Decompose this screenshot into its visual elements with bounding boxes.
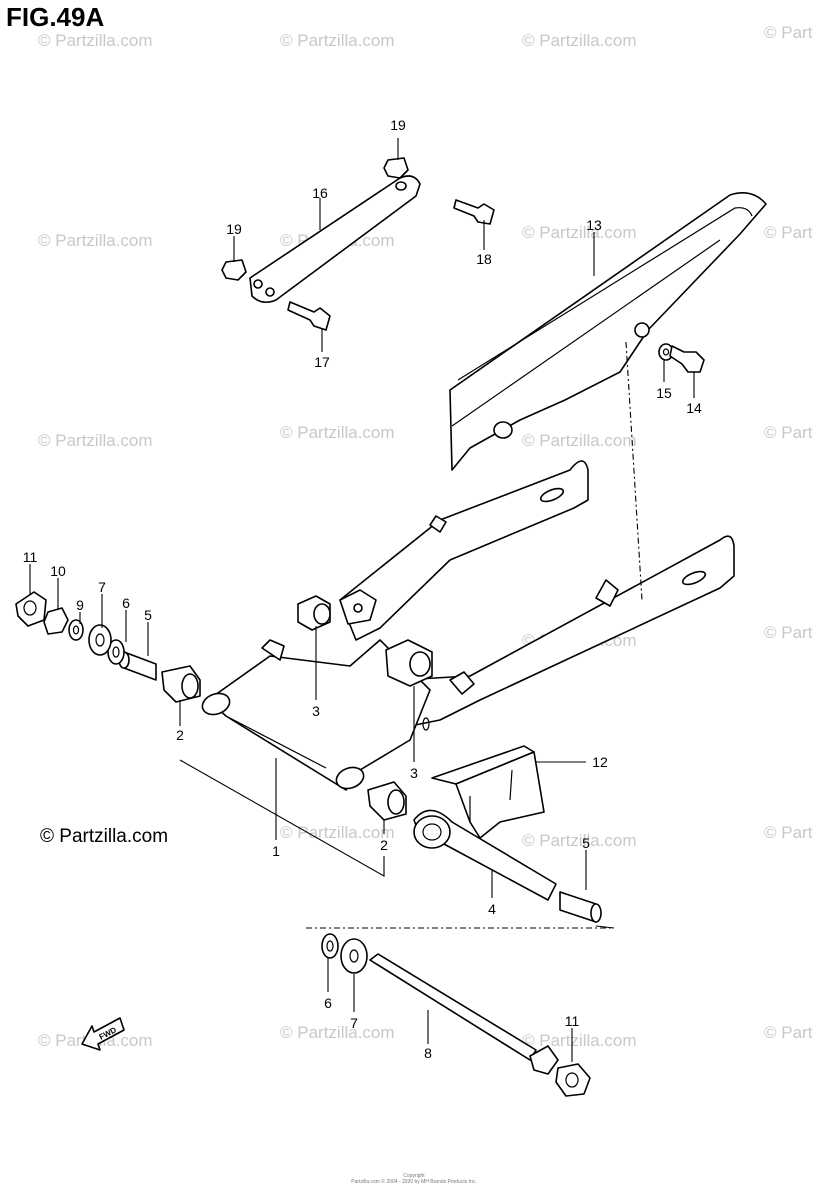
copyright-label: © Partzilla.com <box>40 826 169 847</box>
part-14-bolt <box>669 345 705 373</box>
watermark: © Partzilla.com <box>38 431 153 450</box>
callout-12: 12 <box>592 754 608 770</box>
watermark: © Partzilla.com <box>522 1031 637 1050</box>
callout-5: 5 <box>582 835 590 851</box>
callout-3: 3 <box>410 765 418 781</box>
callout-2: 2 <box>380 837 388 853</box>
part-11-nut <box>15 591 47 627</box>
watermark-edge: © Part <box>764 223 813 242</box>
part-7-washer <box>88 624 112 656</box>
callout-7: 7 <box>98 579 106 595</box>
callout-8: 8 <box>424 1045 432 1061</box>
callout-11: 11 <box>23 549 38 565</box>
watermark-edge: © Part <box>764 1023 813 1042</box>
part-6-washer <box>321 933 339 959</box>
part-18-bolt <box>453 199 495 225</box>
footer-line: Partzilla.com © 2004 - 2020 by MH Brands… <box>351 1179 477 1185</box>
part-2-bearing <box>367 781 407 821</box>
part-5-spacer <box>118 651 157 681</box>
part-2-bearing <box>161 665 201 703</box>
watermark: © Partzilla.com <box>522 31 637 50</box>
part-1-swingarm <box>201 460 735 791</box>
callout-19: 19 <box>390 117 406 133</box>
part-10-nut <box>43 607 69 635</box>
callout-labels: 19 16 19 18 17 13 15 14 11 10 9 7 6 5 2 … <box>23 117 702 1061</box>
callout-19: 19 <box>226 221 242 237</box>
callout-11: 11 <box>565 1013 580 1029</box>
part-7-washer <box>340 938 368 974</box>
footer-line: Copyright <box>403 1173 425 1179</box>
watermark: © Partzilla.com <box>280 31 395 50</box>
callout-14: 14 <box>686 400 702 416</box>
footer-copyright: Copyright Partzilla.com © 2004 - 2020 by… <box>0 1173 828 1185</box>
part-19-nut <box>221 259 247 281</box>
callout-7: 7 <box>350 1015 358 1031</box>
watermark-edge: © Part <box>764 423 813 442</box>
watermark-edge: © Part <box>764 623 813 642</box>
part-8-pivot-shaft <box>369 953 559 1075</box>
watermark: © Partzilla.com <box>522 431 637 450</box>
figure-title: FIG.49A <box>6 2 105 32</box>
watermark: © Partzilla.com <box>38 31 153 50</box>
part-5-spacer <box>559 891 602 923</box>
callout-6: 6 <box>324 995 332 1011</box>
watermark-edge: © Part <box>764 823 813 842</box>
callout-1: 1 <box>272 843 280 859</box>
watermark-edge: © Part <box>764 23 813 42</box>
callout-13: 13 <box>586 217 602 233</box>
part-6-washer <box>107 639 125 665</box>
part-19-nut <box>383 157 409 179</box>
callout-6: 6 <box>122 595 130 611</box>
callout-18: 18 <box>476 251 492 267</box>
watermark: © Partzilla.com <box>280 1023 395 1042</box>
part-4-spacer-tube <box>413 809 557 901</box>
callout-4: 4 <box>488 901 496 917</box>
part-17-bolt <box>287 301 331 331</box>
part-3-bearing <box>297 595 331 631</box>
part-3-bearing <box>385 639 433 687</box>
callout-16: 16 <box>312 185 328 201</box>
callout-15: 15 <box>656 385 672 401</box>
callout-3: 3 <box>312 703 320 719</box>
part-12-chain-buffer <box>431 745 545 839</box>
part-16-torque-link <box>249 175 421 304</box>
watermark: © Partzilla.com <box>280 423 395 442</box>
callout-9: 9 <box>76 597 84 613</box>
callout-5: 5 <box>144 607 152 623</box>
watermark: © Partzilla.com <box>38 231 153 250</box>
leader-lines <box>29 138 695 1062</box>
part-9-washer <box>68 619 84 641</box>
part-13-chain-case <box>449 192 767 471</box>
callout-17: 17 <box>314 354 330 370</box>
callout-2: 2 <box>176 727 184 743</box>
watermark: © Partzilla.com <box>280 823 395 842</box>
watermark: © Partzilla.com <box>522 223 637 242</box>
assembly-lines <box>179 341 643 929</box>
callout-10: 10 <box>50 563 66 579</box>
part-11-nut <box>555 1063 591 1097</box>
watermark: © Partzilla.com <box>522 831 637 850</box>
